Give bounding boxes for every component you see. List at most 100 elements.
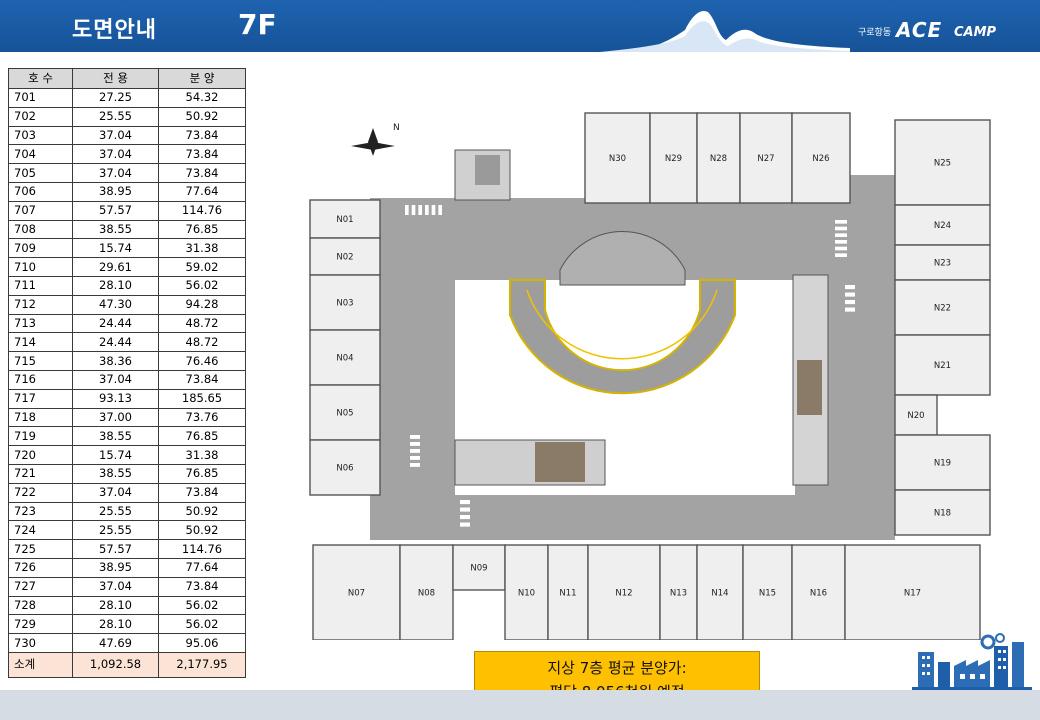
unit-label: N17 bbox=[904, 589, 921, 599]
unit-room bbox=[452, 544, 506, 591]
unit-label: N24 bbox=[934, 221, 951, 231]
atrium-walkway bbox=[509, 279, 736, 395]
unit-label: N07 bbox=[348, 589, 365, 599]
sale-area: 73.84 bbox=[158, 369, 246, 390]
unit-room bbox=[844, 544, 981, 640]
exclusive-area: 38.95 bbox=[72, 557, 159, 578]
sale-area: 77.64 bbox=[158, 181, 246, 202]
exclusive-area: 24.44 bbox=[72, 313, 159, 334]
unit-number: 705 bbox=[8, 163, 73, 183]
unit-label: N01 bbox=[336, 215, 353, 225]
unit-room bbox=[584, 112, 651, 204]
unit-number: 718 bbox=[8, 407, 73, 428]
sale-area: 76.46 bbox=[158, 351, 246, 371]
unit-label: N21 bbox=[934, 361, 951, 371]
compass-label: N bbox=[393, 123, 400, 133]
unit-label: N27 bbox=[757, 154, 774, 164]
unit-label: N11 bbox=[559, 589, 576, 599]
exclusive-area: 25.55 bbox=[72, 501, 159, 522]
exclusive-area: 93.13 bbox=[72, 388, 159, 409]
crosswalk bbox=[845, 285, 855, 290]
unit-label: N26 bbox=[812, 154, 829, 164]
crosswalk bbox=[845, 300, 855, 305]
unit-number: 727 bbox=[8, 576, 73, 597]
unit-label: N06 bbox=[336, 464, 353, 474]
sale-area: 73.76 bbox=[158, 407, 246, 428]
crosswalk bbox=[410, 442, 420, 446]
unit-label: N04 bbox=[336, 354, 353, 364]
unit-room bbox=[309, 384, 381, 441]
unit-number: 712 bbox=[8, 294, 73, 315]
crosswalk bbox=[410, 456, 420, 460]
sale-area: 94.28 bbox=[158, 294, 246, 315]
unit-number: 723 bbox=[8, 501, 73, 522]
unit-number: 702 bbox=[8, 106, 73, 127]
unit-number: 706 bbox=[8, 181, 73, 202]
unit-label: N29 bbox=[665, 154, 682, 164]
unit-room bbox=[894, 489, 991, 536]
exclusive-area: 24.44 bbox=[72, 332, 159, 353]
unit-number: 716 bbox=[8, 369, 73, 390]
header-bar: 도면안내 7F 구로항동 ACE CAMP bbox=[0, 0, 1040, 52]
exclusive-area: 37.04 bbox=[72, 125, 159, 146]
crosswalk bbox=[405, 205, 409, 215]
sale-area: 59.02 bbox=[158, 257, 246, 277]
crosswalk bbox=[460, 507, 470, 512]
sale-area: 48.72 bbox=[158, 313, 246, 334]
exclusive-area: 28.10 bbox=[72, 614, 159, 635]
unit-room bbox=[739, 112, 793, 204]
sale-area: 73.84 bbox=[158, 125, 246, 146]
crosswalk bbox=[410, 449, 420, 453]
unit-label: N03 bbox=[336, 299, 353, 309]
unit-room bbox=[309, 274, 381, 331]
unit-room bbox=[894, 334, 991, 396]
unit-label: N12 bbox=[615, 589, 632, 599]
sale-area: 95.06 bbox=[158, 633, 246, 653]
exclusive-area: 57.57 bbox=[72, 539, 159, 559]
unit-number: 720 bbox=[8, 445, 73, 465]
sale-area: 54.32 bbox=[158, 88, 246, 108]
unit-number: 722 bbox=[8, 482, 73, 503]
exclusive-area: 37.04 bbox=[72, 144, 159, 165]
exclusive-area: 27.25 bbox=[72, 88, 159, 108]
unit-label: N19 bbox=[934, 459, 951, 469]
total-label: 소계 bbox=[8, 651, 73, 678]
unit-label: N22 bbox=[934, 304, 951, 314]
sale-area: 114.76 bbox=[158, 200, 246, 221]
sale-area: 56.02 bbox=[158, 614, 246, 635]
corridor-east bbox=[850, 175, 895, 540]
sale-area: 77.64 bbox=[158, 557, 246, 578]
unit-room bbox=[894, 279, 991, 336]
sale-area: 50.92 bbox=[158, 520, 246, 541]
crosswalk bbox=[418, 205, 422, 215]
unit-number: 728 bbox=[8, 595, 73, 616]
unit-number: 714 bbox=[8, 332, 73, 353]
crosswalk bbox=[460, 522, 470, 527]
unit-room bbox=[894, 394, 938, 436]
unit-number: 717 bbox=[8, 388, 73, 409]
sale-area: 76.85 bbox=[158, 463, 246, 484]
unit-number: 726 bbox=[8, 557, 73, 578]
unit-room bbox=[791, 112, 851, 204]
unit-room bbox=[587, 544, 661, 640]
unit-number: 711 bbox=[8, 275, 73, 296]
sale-area: 50.92 bbox=[158, 106, 246, 127]
unit-label: N25 bbox=[934, 159, 951, 169]
exclusive-area: 38.55 bbox=[72, 463, 159, 484]
